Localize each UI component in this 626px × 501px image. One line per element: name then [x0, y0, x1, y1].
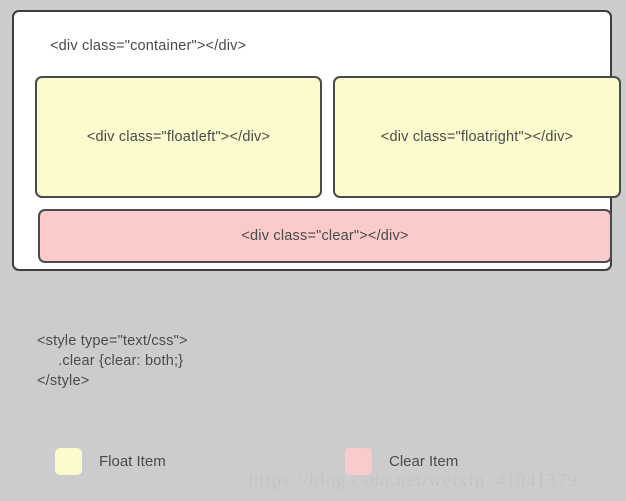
floatleft-div-label: <div class="floatleft"></div> — [86, 129, 271, 145]
legend-swatch-clear-icon — [345, 448, 372, 475]
floatright-div-box: <div class="floatright"></div> — [333, 76, 621, 198]
legend-item-clear: Clear Item — [345, 448, 458, 475]
legend-swatch-float-icon — [55, 448, 82, 475]
container-div-label: <div class="container"></div> — [50, 38, 247, 54]
floatleft-div-box: <div class="floatleft"></div> — [35, 76, 322, 198]
clear-div-box: <div class="clear"></div> — [38, 209, 612, 263]
container-div-box: <div class="container"></div> <div class… — [12, 10, 621, 271]
watermark-url: https://blog.csdn.net/weixin_41041379 — [249, 470, 579, 490]
legend-label-float: Float Item — [99, 453, 166, 470]
legend-item-float: Float Item — [55, 448, 166, 475]
css-code-snippet: <style type="text/css"> .clear {clear: b… — [37, 333, 188, 389]
clear-div-label: <div class="clear"></div> — [241, 228, 409, 244]
floatright-div-label: <div class="floatright"></div> — [380, 129, 574, 145]
legend-label-clear: Clear Item — [389, 453, 459, 470]
